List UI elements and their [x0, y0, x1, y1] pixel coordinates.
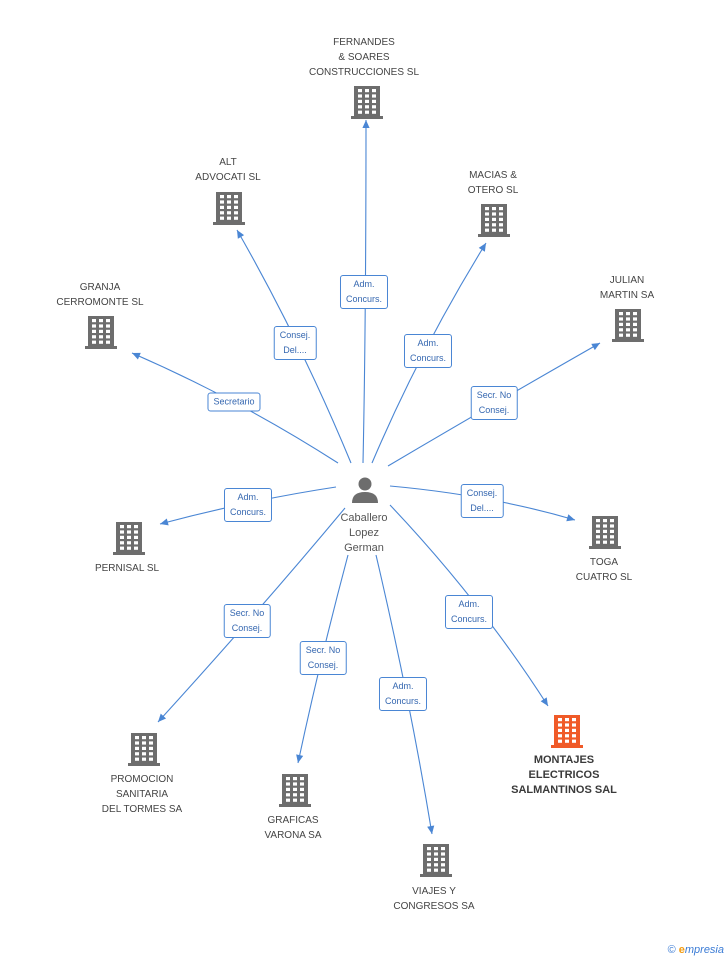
company-label-toga[interactable]: TOGA CUATRO SL	[575, 557, 633, 583]
role-label-montajes: Adm. Concurs.	[444, 595, 494, 629]
role-label-granja: Secretario	[207, 392, 261, 412]
arrow-toga	[566, 514, 575, 522]
building-icon[interactable]	[113, 522, 145, 555]
building-icon[interactable]	[279, 774, 311, 807]
building-icon[interactable]	[351, 86, 383, 119]
role-label-julian: Secr. No Consej.	[470, 386, 518, 420]
company-label-montajes[interactable]: MONTAJES ELECTRICOS SALMANTINOS SAL	[511, 754, 617, 796]
arrow-promocion	[158, 713, 167, 722]
company-label-graficas[interactable]: GRAFICAS VARONA SA	[264, 815, 322, 841]
role-label-macias: Adm. Concurs.	[403, 334, 453, 368]
role-label-pernisal: Adm. Concurs.	[223, 488, 273, 522]
arrow-granja	[132, 352, 141, 360]
building-icon[interactable]	[612, 309, 644, 342]
building-icon[interactable]	[589, 516, 621, 549]
arrow-pernisal	[160, 518, 169, 526]
arrow-graficas	[296, 754, 304, 763]
arrow-viajes	[427, 825, 435, 834]
company-label-promocion[interactable]: PROMOCION SANITARIA DEL TORMES SA	[101, 774, 183, 815]
company-label-viajes[interactable]: VIAJES Y CONGRESOS SA	[393, 886, 475, 912]
role-label-toga: Consej. Del....	[460, 484, 504, 518]
company-label-granja[interactable]: GRANJA CERROMONTE SL	[56, 282, 144, 308]
building-icon[interactable]	[128, 733, 160, 766]
role-label-fernandes: Adm. Concurs.	[339, 275, 389, 309]
arrow-alt	[237, 230, 245, 239]
building-icon[interactable]	[85, 316, 117, 349]
building-icon[interactable]	[551, 715, 583, 748]
person-name[interactable]: Caballero Lopez German	[340, 512, 388, 554]
company-label-alt[interactable]: ALT ADVOCATI SL	[195, 157, 261, 183]
building-icon[interactable]	[213, 192, 245, 225]
brand-logo: ©empresia	[667, 944, 724, 956]
arrow-fernandes	[362, 120, 370, 128]
person-icon	[352, 477, 378, 503]
role-label-graficas: Secr. No Consej.	[299, 641, 347, 675]
building-icon[interactable]	[420, 844, 452, 877]
role-label-viajes: Adm. Concurs.	[378, 677, 428, 711]
arrow-macias	[478, 243, 486, 252]
building-icon[interactable]	[478, 204, 510, 237]
company-label-pernisal[interactable]: PERNISAL SL	[94, 563, 160, 574]
company-label-fernandes[interactable]: FERNANDES & SOARES CONSTRUCCIONES SL	[308, 37, 420, 78]
role-label-alt: Consej. Del....	[273, 326, 317, 360]
copyright-icon: ©	[667, 944, 676, 956]
role-label-promocion: Secr. No Consej.	[223, 604, 271, 638]
arrow-montajes	[540, 697, 548, 706]
arrow-julian	[591, 343, 600, 351]
company-label-julian[interactable]: JULIAN MARTIN SA	[599, 275, 655, 301]
company-label-macias[interactable]: MACIAS & OTERO SL	[467, 170, 519, 196]
